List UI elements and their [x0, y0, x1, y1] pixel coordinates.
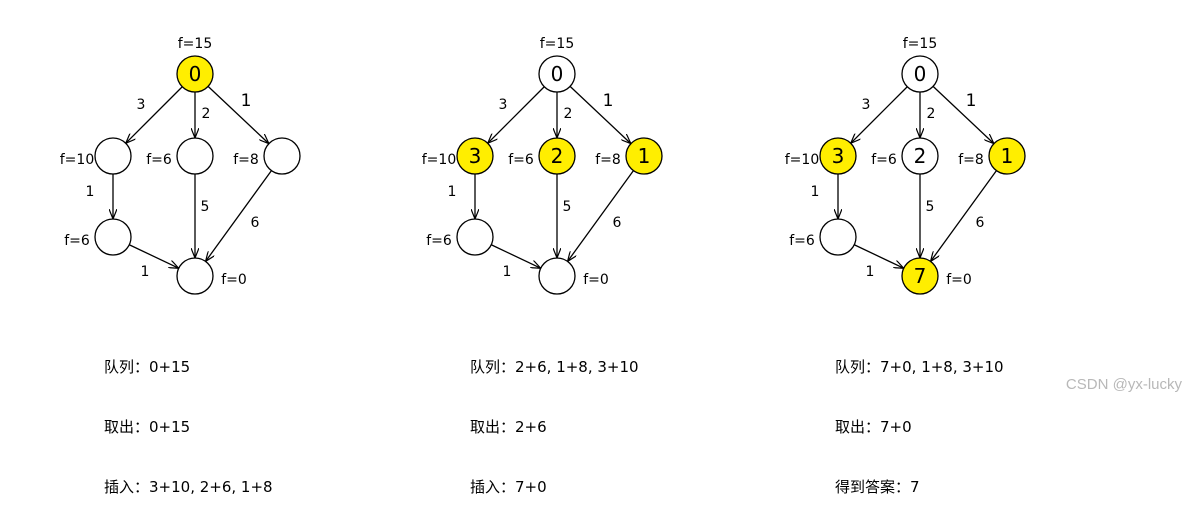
node-n1: [263, 137, 301, 175]
panel-step-3: 3 2 1 1 5 6 1 0 f=15 3 f=10 2 f=6 1 f=8 f=6 7 f=0: [785, 36, 1026, 295]
edge-n1-n7: [206, 170, 272, 261]
node-label: 7: [914, 264, 927, 288]
node-n6: [456, 218, 494, 256]
edge-weight-label: 1: [86, 184, 95, 200]
node-f-value: f=6: [64, 233, 90, 249]
edge-weight-label: 1: [866, 264, 875, 280]
node-f-value: f=15: [540, 36, 574, 52]
edge-weight-label: 2: [564, 106, 573, 122]
node-f-value: f=8: [958, 152, 984, 168]
node-n2: [176, 137, 214, 175]
edge-n6-n7: [128, 244, 178, 268]
node-f-value: f=8: [233, 152, 259, 168]
panel-step-2: 3 2 1 1 5 6 1 0 f=15 3 f=10 2 f=6 1 f=8 f=6 f=0: [422, 36, 663, 295]
edge-weight-label: 5: [926, 199, 935, 215]
node-n0: [538, 55, 576, 93]
search-diagram-canvas: 3 2 1 1 5 6 1 0 f=15 f=10 f=6 f=8 f=6 f=0 3 2 1 1 5 6 1 0 f=15…: [60, 36, 1026, 295]
node-n3: [456, 137, 494, 175]
caption-step-2: 队列：2+6, 1+8, 3+10 取出：2+6 插入：7+0: [470, 317, 639, 517]
edge-n0-n1: [207, 85, 268, 143]
edge-weight-label: 2: [927, 106, 936, 122]
node-f-value: f=0: [221, 272, 247, 288]
edge-weight-label: 3: [137, 97, 146, 113]
node-n7: [538, 257, 576, 295]
node-f-value: f=8: [595, 152, 621, 168]
edge-n6-n7: [490, 244, 540, 268]
caption-step-3: 队列：7+0, 1+8, 3+10 取出：7+0 得到答案：7: [835, 317, 1004, 517]
node-n0: [176, 55, 214, 93]
node-n1: [625, 137, 663, 175]
node-f-value: f=15: [903, 36, 937, 52]
edge-weight-label: 1: [141, 264, 150, 280]
node-n1: [988, 137, 1026, 175]
edge-n0-n3: [126, 86, 183, 143]
edge-weight-label: 5: [201, 199, 210, 215]
edge-weight-label: 1: [603, 91, 614, 111]
node-n2: [901, 137, 939, 175]
edge-weight-label: 6: [613, 215, 622, 231]
watermark: CSDN @yx-lucky: [1065, 376, 1182, 393]
node-f-value: f=6: [426, 233, 452, 249]
edge-weight-label: 1: [811, 184, 820, 200]
caption-line: 取出：0+15: [104, 418, 191, 436]
edge-n0-n3: [851, 86, 908, 143]
edge-n1-n7: [568, 170, 634, 261]
caption-line: 得到答案：7: [835, 478, 920, 496]
edge-n0-n1: [569, 85, 630, 143]
edge-weight-label: 3: [499, 97, 508, 113]
caption-line: 队列：7+0, 1+8, 3+10: [835, 358, 1004, 376]
edge-n1-n7: [931, 170, 997, 261]
node-f-value: f=6: [789, 233, 815, 249]
panel-step-1: 3 2 1 1 5 6 1 0 f=15 f=10 f=6 f=8 f=6 f=0: [60, 36, 301, 295]
node-n6: [94, 218, 132, 256]
node-label: 2: [551, 144, 564, 168]
node-n0: [901, 55, 939, 93]
node-f-value: f=6: [508, 152, 534, 168]
caption-line: 队列：2+6, 1+8, 3+10: [470, 358, 639, 376]
node-label: 0: [551, 62, 564, 86]
caption-line: 取出：2+6: [470, 418, 547, 436]
node-f-value: f=0: [583, 272, 609, 288]
edge-weight-label: 1: [241, 91, 252, 111]
node-n2: [538, 137, 576, 175]
node-label: 3: [469, 144, 482, 168]
edge-n6-n7: [853, 244, 903, 268]
edge-weight-label: 3: [862, 97, 871, 113]
node-n7: [901, 257, 939, 295]
node-label: 2: [914, 144, 927, 168]
edge-weight-label: 6: [976, 215, 985, 231]
edge-weight-label: 1: [966, 91, 977, 111]
edge-weight-label: 2: [202, 106, 211, 122]
node-f-value: f=10: [60, 152, 94, 168]
node-n7: [176, 257, 214, 295]
node-label: 0: [189, 62, 202, 86]
edge-n0-n3: [488, 86, 545, 143]
caption-line: 队列：0+15: [104, 358, 191, 376]
edge-weight-label: 1: [503, 264, 512, 280]
edge-weight-label: 5: [563, 199, 572, 215]
caption-line: 插入：7+0: [470, 478, 547, 496]
node-f-value: f=6: [871, 152, 897, 168]
caption-line: 插入：3+10, 2+6, 1+8: [104, 478, 273, 496]
node-label: 1: [638, 144, 651, 168]
node-n3: [94, 137, 132, 175]
node-f-value: f=6: [146, 152, 172, 168]
caption-line: 取出：7+0: [835, 418, 912, 436]
node-n3: [819, 137, 857, 175]
node-f-value: f=10: [422, 152, 456, 168]
node-n6: [819, 218, 857, 256]
edge-weight-label: 6: [251, 215, 260, 231]
node-f-value: f=0: [946, 272, 972, 288]
node-label: 0: [914, 62, 927, 86]
edge-n0-n1: [932, 85, 993, 143]
node-f-value: f=10: [785, 152, 819, 168]
edge-weight-label: 1: [448, 184, 457, 200]
node-label: 3: [832, 144, 845, 168]
node-label: 1: [1001, 144, 1014, 168]
caption-step-1: 队列：0+15 取出：0+15 插入：3+10, 2+6, 1+8: [104, 317, 273, 517]
node-f-value: f=15: [178, 36, 212, 52]
